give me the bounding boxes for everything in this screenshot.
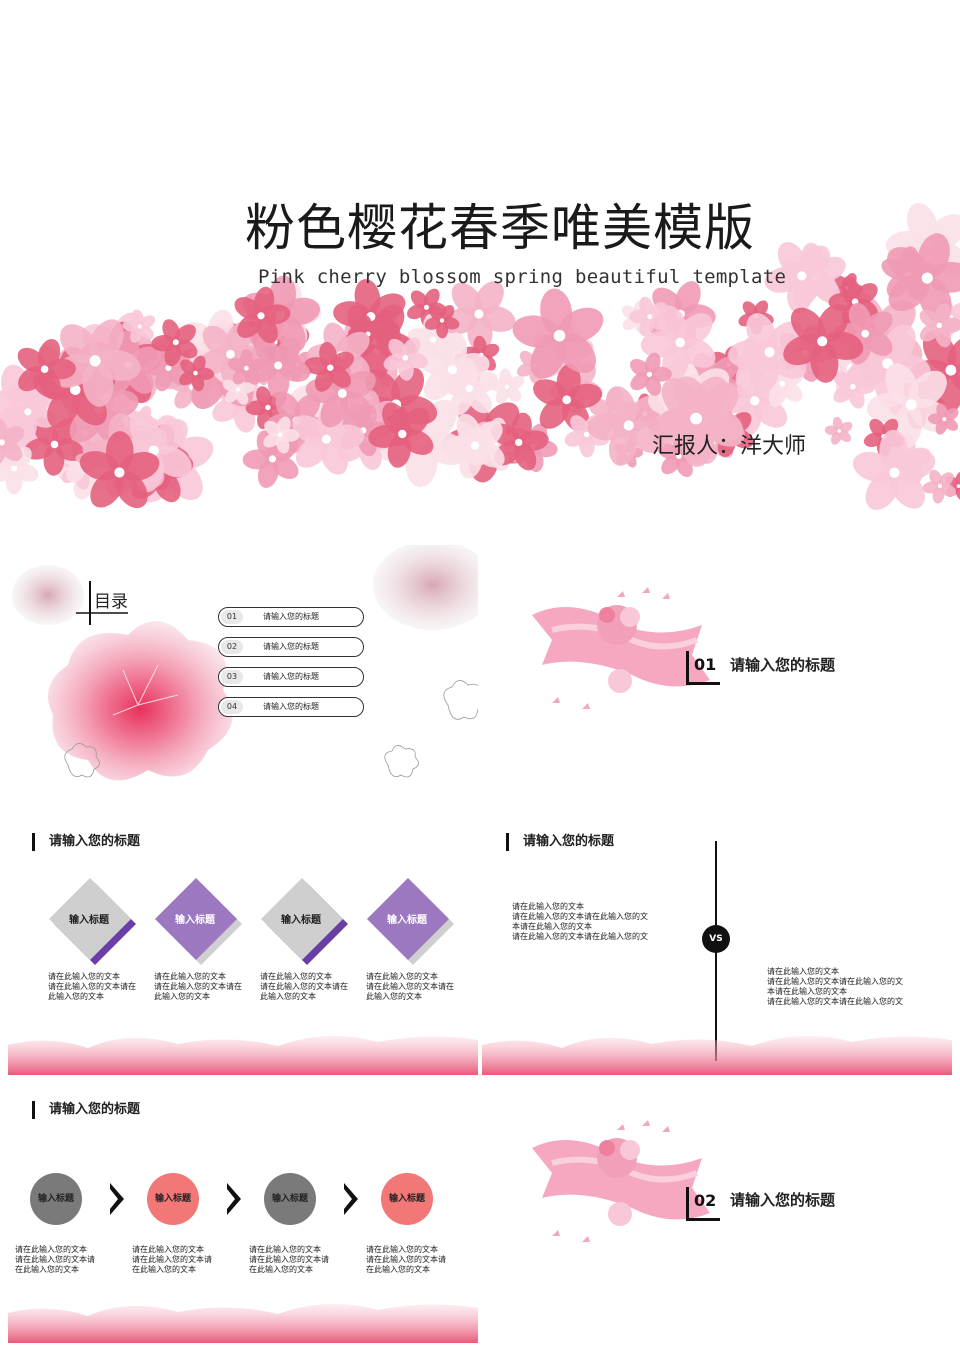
chevron-right-icon (344, 1183, 358, 1215)
toc-item-label: 请输入您的标题 (263, 642, 319, 651)
toc-item-02[interactable]: 02 请输入您的标题 (218, 637, 364, 657)
chevron-right-icon (227, 1183, 241, 1215)
watercolor-flower-decoration (12, 545, 478, 781)
section-bracket (686, 1187, 720, 1221)
cover-subtitle: Pink cherry blossom spring beautiful tem… (258, 266, 787, 288)
step-text: 请在此输入您的文本 请在此输入您的文本请 在此输入您的文本 (249, 1245, 329, 1274)
vs-badge: VS (702, 925, 730, 953)
section-title: 请输入您的标题 (730, 1191, 836, 1209)
toc-item-number: 02 (221, 640, 243, 654)
slide-title: 请输入您的标题 (32, 833, 140, 851)
toc-item-03[interactable]: 03 请输入您的标题 (218, 667, 364, 687)
toc-item-04[interactable]: 04 请输入您的标题 (218, 697, 364, 717)
step-text: 请在此输入您的文本 请在此输入您的文本请 在此输入您的文本 (366, 1245, 446, 1274)
diamonds-slide: 请输入您的标题 输入标题请在此输入您的文本 请在此输入您的文本请在 此输入您的文… (8, 825, 478, 1075)
flower-field-decoration (482, 1035, 952, 1075)
toc-title: 目录 (94, 592, 128, 612)
diamond-label: 输入标题 (387, 915, 427, 926)
section-number: 01 (694, 655, 717, 674)
cover-title: 粉色樱花春季唯美模版 (245, 199, 755, 257)
diamond-label: 输入标题 (69, 915, 109, 926)
flower-field-decoration (8, 1303, 478, 1343)
section-number: 02 (694, 1191, 717, 1210)
toc-item-label: 请输入您的标题 (263, 702, 319, 711)
toc-item-label: 请输入您的标题 (263, 672, 319, 681)
diamond-card: 输入标题 (46, 875, 137, 966)
toc-item-label: 请输入您的标题 (263, 612, 319, 621)
left-text: 请在此输入您的文本 请在此输入您的文本请在此输入您的文 本请在此输入您的文本 请… (512, 902, 648, 941)
cover-slide: 粉色樱花春季唯美模版 Pink cherry blossom spring be… (0, 0, 960, 540)
diamond-card: 输入标题 (152, 875, 243, 966)
diamond-text: 请在此输入您的文本 请在此输入您的文本请在 此输入您的文本 (154, 972, 242, 1001)
vs-slide: 请输入您的标题 VS 请在此输入您的文本 请在此输入您的文本请在此输入您的文 本… (482, 825, 952, 1075)
diamond-card: 输入标题 (364, 875, 455, 966)
step-circle: 输入标题 (30, 1173, 82, 1225)
step-text: 请在此输入您的文本 请在此输入您的文本请 在此输入您的文本 (132, 1245, 212, 1274)
section-02-slide: 02 请输入您的标题 (482, 1093, 952, 1343)
diamond-label: 输入标题 (175, 915, 215, 926)
toc-item-01[interactable]: 01 请输入您的标题 (218, 607, 364, 627)
process-slide: 请输入您的标题 输入标题请在此输入您的文本 请在此输入您的文本请 在此输入您的文… (8, 1093, 478, 1343)
step-text: 请在此输入您的文本 请在此输入您的文本请 在此输入您的文本 (15, 1245, 95, 1274)
cherry-blossom-decoration (0, 181, 960, 530)
step-circle: 输入标题 (381, 1173, 433, 1225)
right-text: 请在此输入您的文本 请在此输入您的文本请在此输入您的文 本请在此输入您的文本 请… (767, 967, 903, 1006)
toc-item-number: 01 (221, 610, 243, 624)
slide-title: 请输入您的标题 (32, 1101, 140, 1119)
cover-reporter: 汇报人：洋大师 (652, 434, 807, 459)
toc-slide: 目录 01 请输入您的标题 02 请输入您的标题 03 请输入您的标题 04 请输入您的标题 (8, 545, 478, 807)
toc-item-number: 04 (221, 700, 243, 714)
section-bracket (686, 651, 720, 685)
diamond-label: 输入标题 (281, 915, 321, 926)
flower-field-decoration (8, 1035, 478, 1075)
step-circle: 输入标题 (147, 1173, 199, 1225)
diamond-text: 请在此输入您的文本 请在此输入您的文本请在 此输入您的文本 (366, 972, 454, 1001)
pink-ribbon-banner (532, 587, 710, 709)
pink-ribbon-banner (532, 1120, 710, 1242)
diamond-text: 请在此输入您的文本 请在此输入您的文本请在 此输入您的文本 (260, 972, 348, 1001)
toc-item-number: 03 (221, 670, 243, 684)
slide-title: 请输入您的标题 (506, 833, 614, 851)
step-circle: 输入标题 (264, 1173, 316, 1225)
section-title: 请输入您的标题 (730, 656, 836, 674)
chevron-right-icon (110, 1183, 124, 1215)
diamond-card: 输入标题 (258, 875, 349, 966)
section-01-slide: 01 请输入您的标题 (482, 545, 952, 807)
diamond-text: 请在此输入您的文本 请在此输入您的文本请在 此输入您的文本 (48, 972, 136, 1001)
